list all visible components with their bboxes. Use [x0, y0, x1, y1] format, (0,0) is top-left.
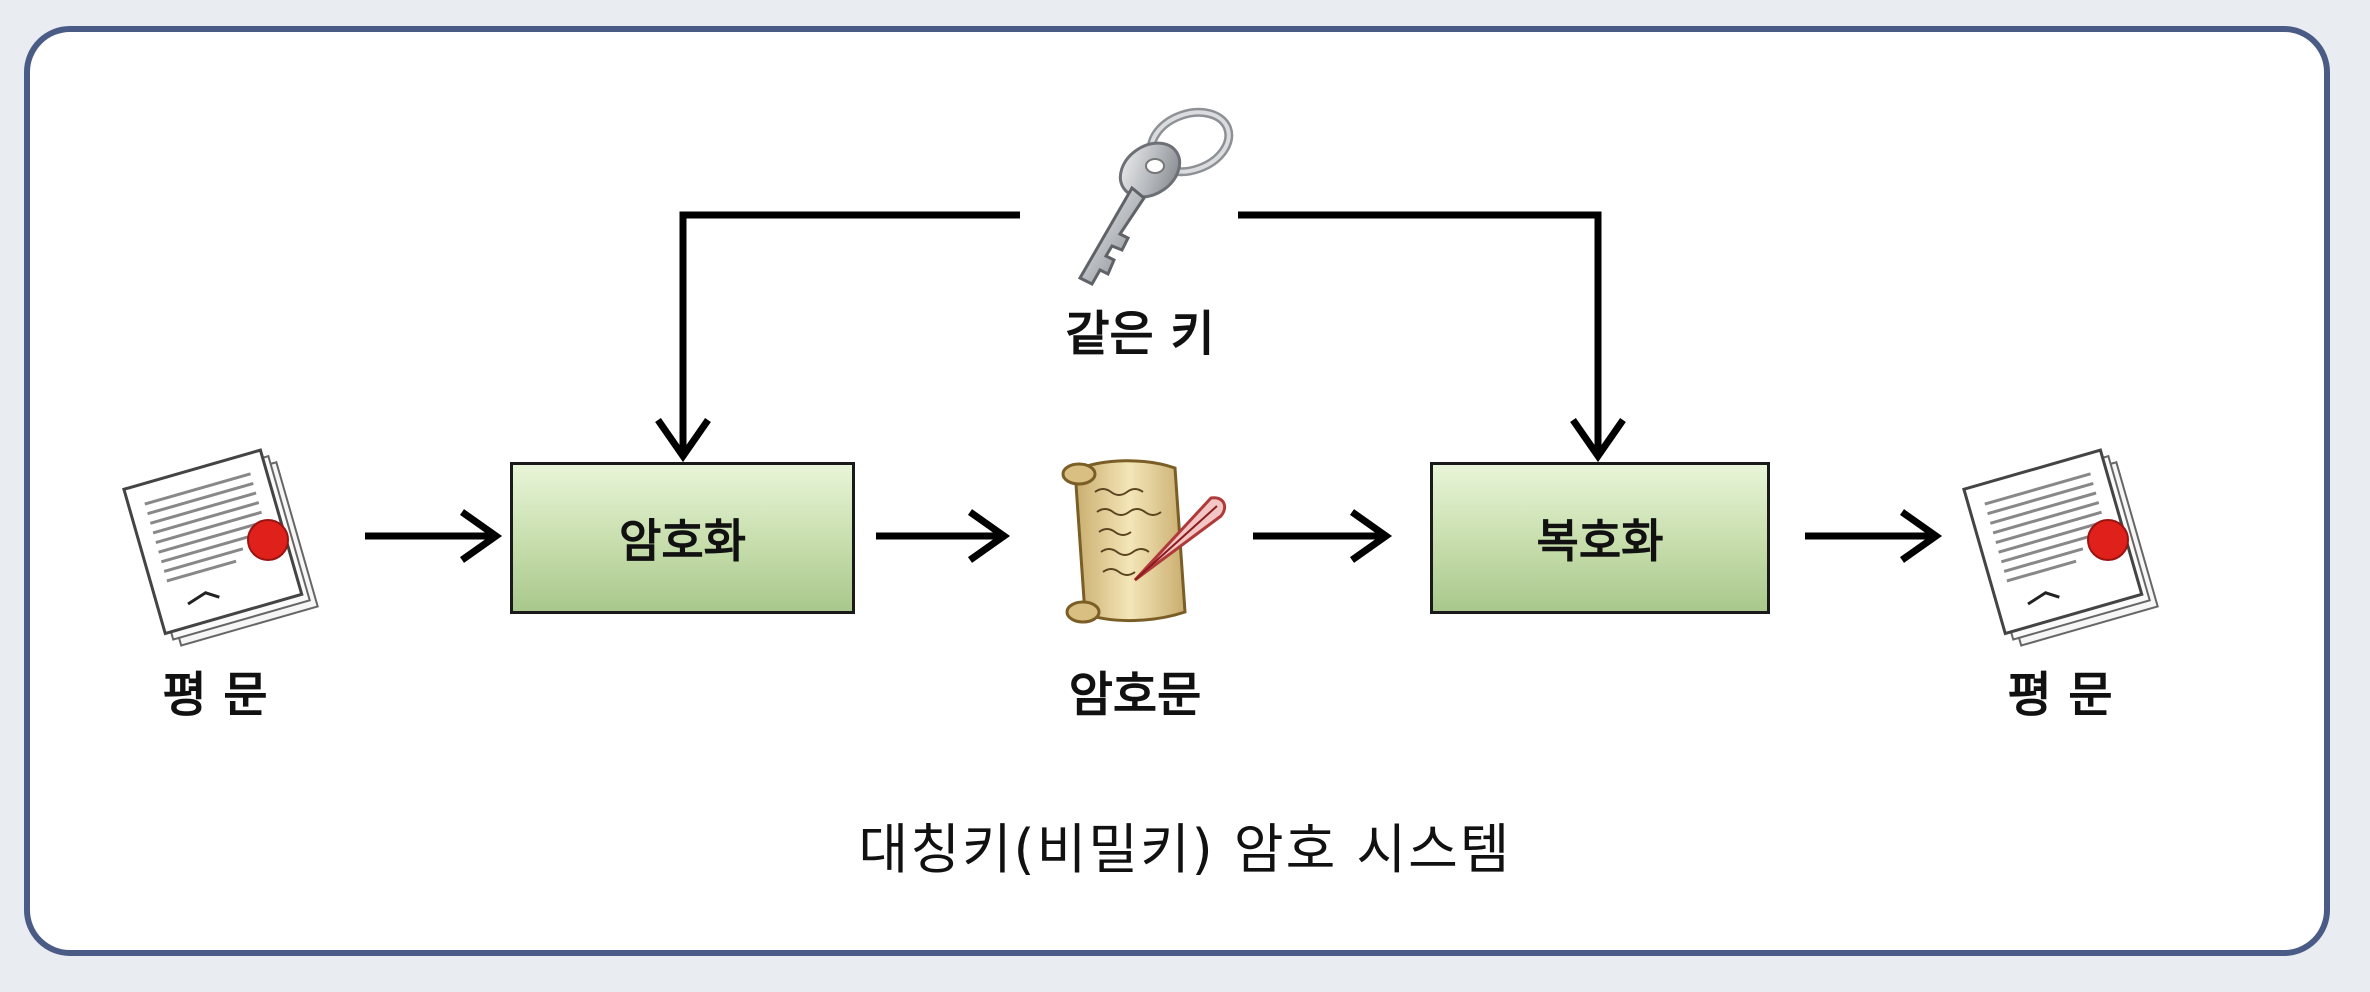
diagram-caption: 대칭키(비밀키) 암호 시스템: [858, 818, 1512, 881]
key-icon: [1077, 107, 1234, 286]
document-icon: [122, 448, 319, 647]
key-to-encrypt-arrowhead: [655, 418, 711, 463]
document-icon: [1962, 448, 2159, 647]
key-to-decrypt-connector: [1238, 211, 1602, 452]
plaintext-in-label: 평 문: [162, 667, 268, 723]
key-to-decrypt-arrowhead: [1570, 418, 1626, 463]
key-to-encrypt-connector: [679, 211, 1020, 452]
decrypt-box: 복호화: [1430, 462, 1770, 614]
encrypt-box: 암호화: [510, 462, 855, 614]
encrypt-label: 암호화: [619, 514, 746, 568]
plaintext-out-label: 평 문: [2007, 667, 2113, 723]
decrypt-label: 복호화: [1536, 514, 1664, 568]
key-label: 같은 키: [1065, 306, 1215, 362]
ciphertext-label: 암호문: [1068, 667, 1202, 723]
scroll-icon: [1061, 459, 1227, 624]
